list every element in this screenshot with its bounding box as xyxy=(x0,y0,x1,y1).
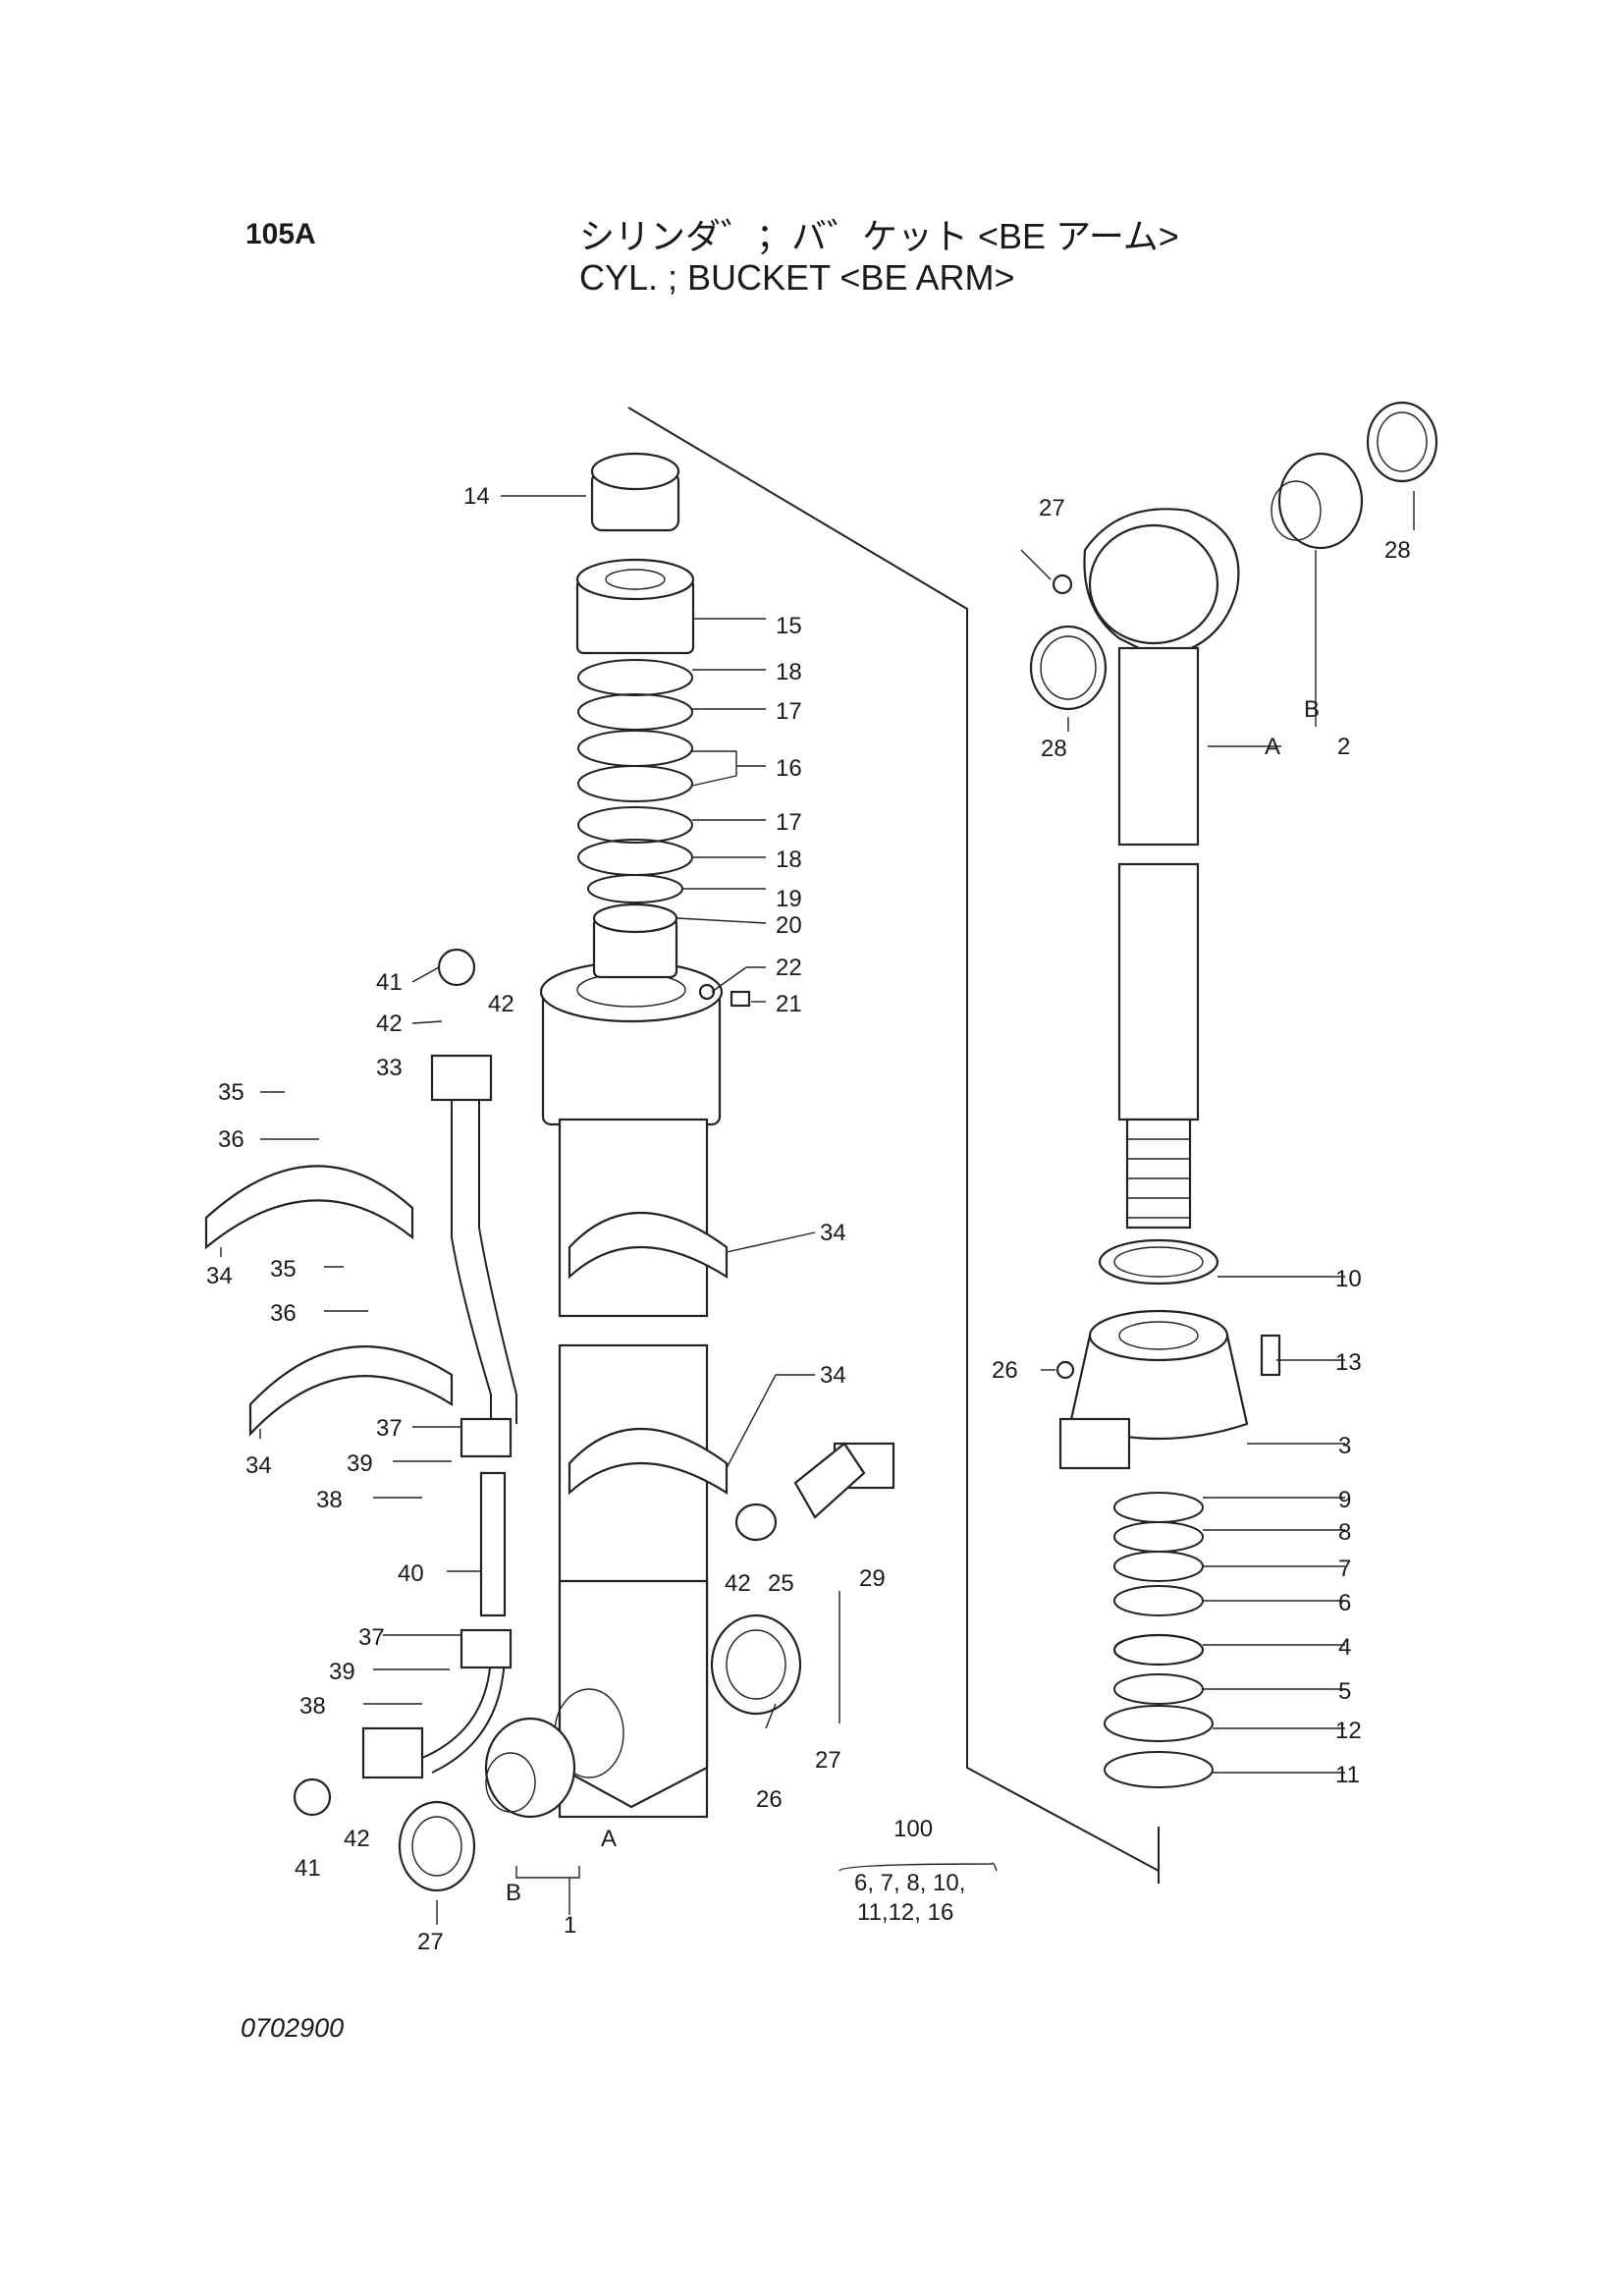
callout-3: 3 xyxy=(1338,1433,1351,1459)
callout-14: 14 xyxy=(463,483,490,510)
callout-35a: 36 xyxy=(218,1126,244,1153)
callout-36a: 37 xyxy=(376,1415,403,1442)
callout-34b: 35 xyxy=(270,1256,297,1283)
piston-rod xyxy=(1029,401,1438,1230)
kit-number: 100 xyxy=(893,1816,933,1842)
diagram-title-japanese: シリンダ゛；バ゛ケット <BE アーム> xyxy=(579,216,1179,256)
kit-parts-line-1: 6, 7, 8, 10, xyxy=(854,1870,965,1896)
callout-21: 21 xyxy=(776,991,802,1017)
callout-38a: 39 xyxy=(347,1450,373,1477)
callout-18b: 18 xyxy=(776,847,802,873)
callout-4: 4 xyxy=(1338,1634,1351,1661)
callout-26a: 26 xyxy=(756,1786,783,1813)
group-label-b-left: B xyxy=(506,1880,521,1906)
callout-18a: 18 xyxy=(776,659,802,685)
group-label-a-right: A xyxy=(1265,734,1280,760)
callout-19: 19 xyxy=(776,886,802,912)
callout-15: 15 xyxy=(776,613,802,639)
callout-13: 13 xyxy=(1335,1349,1362,1376)
page-code: 105A xyxy=(245,218,316,250)
callout-38b: 39 xyxy=(329,1659,355,1685)
callout-29a: 28 xyxy=(1041,736,1067,762)
callout-9: 9 xyxy=(1338,1487,1351,1513)
callout-33b: 34 xyxy=(245,1452,272,1479)
callout-28a: 27 xyxy=(417,1929,444,1955)
callout-6: 6 xyxy=(1338,1590,1351,1616)
callout-36b: 37 xyxy=(358,1624,385,1651)
diagram-title-english: CYL. ; BUCKET <BE ARM> xyxy=(579,257,1015,298)
kit-parts-line-2: 11,12, 16 xyxy=(857,1899,953,1926)
callout-27: 27 xyxy=(1039,495,1065,521)
document-code: 0702900 xyxy=(241,2013,345,2043)
callout-29b: 28 xyxy=(1384,537,1411,564)
callout-31: 33 xyxy=(376,1055,403,1081)
callout-26b: 26 xyxy=(992,1357,1018,1384)
callout-11: 11 xyxy=(1335,1762,1360,1788)
callout-17b: 17 xyxy=(776,809,802,836)
hydraulic-pipes xyxy=(293,948,517,1817)
callout-37a: 38 xyxy=(316,1487,343,1513)
callout-30: 29 xyxy=(859,1565,886,1592)
callout-12: 12 xyxy=(1335,1718,1362,1744)
callout-22: 22 xyxy=(776,955,802,981)
callout-labels: 14 15 18 17 16 17 18 19 20 22 21 41 42 4… xyxy=(206,483,1411,1955)
callout-40a: 41 xyxy=(376,969,403,996)
callout-41a: 42 xyxy=(376,1011,403,1037)
callout-28b: 27 xyxy=(815,1747,841,1774)
callout-17a: 17 xyxy=(776,698,802,725)
group-label-b-right: B xyxy=(1304,696,1320,723)
callout-25: 25 xyxy=(768,1570,794,1597)
assembly-frame xyxy=(627,407,1160,1886)
callout-10: 10 xyxy=(1335,1266,1362,1292)
callout-41b: 42 xyxy=(344,1826,370,1852)
callout-37b: 38 xyxy=(299,1693,326,1720)
callout-20: 20 xyxy=(776,912,802,939)
callout-33a: 34 xyxy=(206,1263,233,1289)
callout-7: 7 xyxy=(1338,1556,1351,1582)
callout-8: 8 xyxy=(1338,1519,1351,1546)
callout-32b: 34 xyxy=(820,1362,846,1389)
callout-5: 5 xyxy=(1338,1678,1351,1705)
callout-16: 16 xyxy=(776,755,802,782)
callout-32a: 34 xyxy=(820,1220,846,1246)
leader-lines xyxy=(220,491,1415,1925)
callout-39: 40 xyxy=(398,1560,424,1587)
bushings-left xyxy=(398,1442,895,1892)
callout-2: 2 xyxy=(1337,734,1350,760)
callout-42b: 42 xyxy=(725,1570,751,1597)
callout-35b: 36 xyxy=(270,1300,297,1327)
gland-seal-stack xyxy=(575,452,751,1008)
callout-42a: 42 xyxy=(488,991,514,1017)
piston-and-seals xyxy=(1055,1238,1281,1788)
group-label-a-left: A xyxy=(601,1826,617,1852)
cylinder-tube xyxy=(539,960,724,1819)
callout-40b: 41 xyxy=(295,1855,321,1882)
callout-1: 1 xyxy=(564,1912,576,1939)
callout-34a: 35 xyxy=(218,1079,244,1106)
pipe-clamps xyxy=(204,1165,729,1496)
